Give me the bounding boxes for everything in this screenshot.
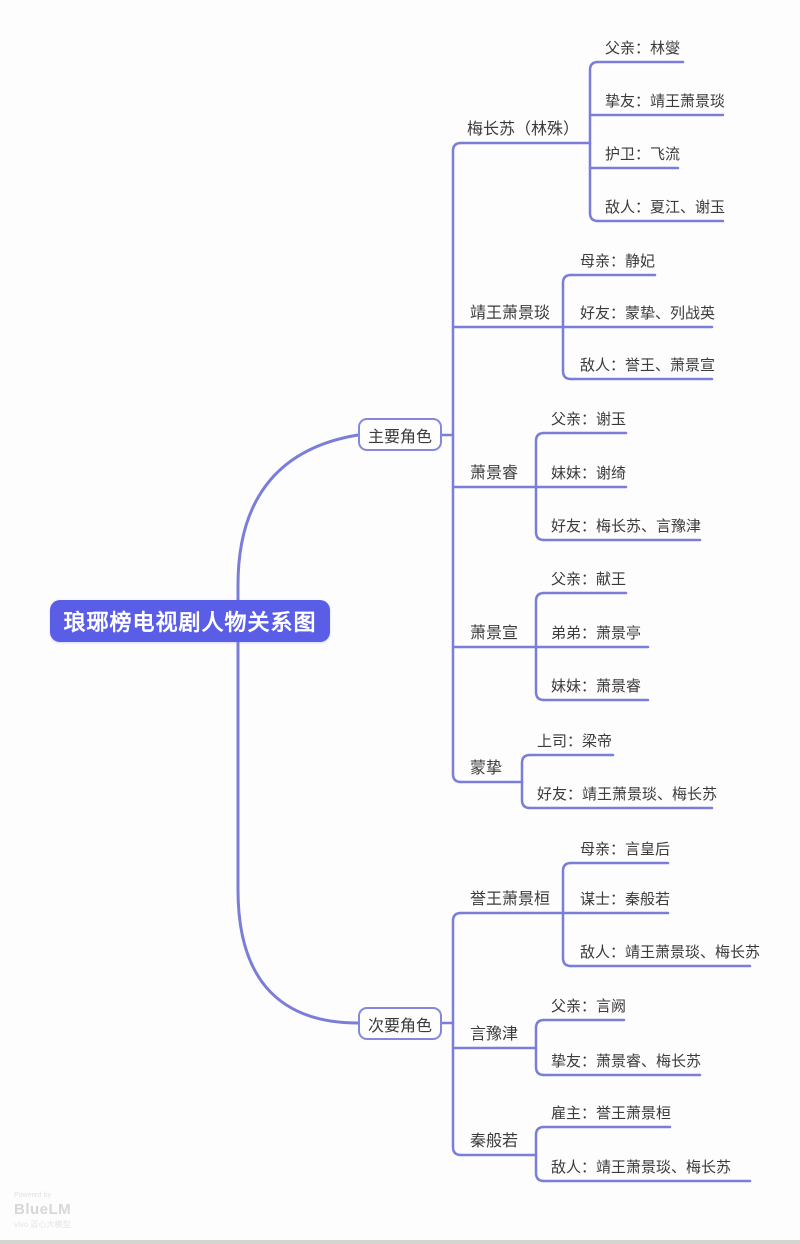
relation-node[interactable]: 妹妹：谢绮 bbox=[551, 465, 627, 482]
watermark-powered-by: Powered by bbox=[14, 1192, 51, 1199]
relation-node[interactable]: 上司：梁帝 bbox=[537, 733, 613, 750]
relation-node[interactable]: 敌人：靖王萧景琰、梅长苏 bbox=[580, 944, 761, 961]
character-node[interactable]: 萧景睿 bbox=[470, 465, 519, 482]
character-node[interactable]: 蒙挚 bbox=[470, 760, 503, 777]
relation-node[interactable]: 弟弟：萧景亭 bbox=[551, 625, 642, 642]
relation-node[interactable]: 母亲：言皇后 bbox=[580, 841, 671, 858]
relation-node[interactable]: 挚友：萧景睿、梅长苏 bbox=[551, 1053, 702, 1070]
relation-node[interactable]: 雇主：誉王萧景桓 bbox=[551, 1105, 672, 1122]
watermark-bluelm-logo: BlueLM bbox=[14, 1200, 72, 1218]
relation-node[interactable]: 挚友：靖王萧景琰 bbox=[605, 93, 726, 110]
relation-node[interactable]: 谋士：秦般若 bbox=[580, 891, 671, 908]
relation-node[interactable]: 敌人：靖王萧景琰、梅长苏 bbox=[551, 1159, 732, 1176]
relation-node[interactable]: 敌人：誉王、萧景宣 bbox=[580, 357, 716, 374]
relation-node[interactable]: 妹妹：萧景睿 bbox=[551, 678, 642, 695]
character-node[interactable]: 梅长苏（林殊） bbox=[467, 121, 580, 138]
relation-node[interactable]: 父亲：献王 bbox=[551, 571, 627, 588]
relation-node[interactable]: 母亲：静妃 bbox=[580, 253, 656, 270]
relation-node[interactable]: 护卫：飞流 bbox=[605, 146, 681, 163]
relation-node[interactable]: 敌人：夏江、谢玉 bbox=[605, 199, 726, 216]
character-node[interactable]: 秦般若 bbox=[470, 1133, 519, 1150]
relation-node[interactable]: 父亲：谢玉 bbox=[551, 411, 627, 428]
character-node[interactable]: 靖王萧景琰 bbox=[470, 305, 551, 322]
watermark-subtitle: vivo 蓝心大模型 bbox=[14, 1219, 71, 1229]
character-node[interactable]: 言豫津 bbox=[470, 1026, 519, 1043]
root-node[interactable]: 琅琊榜电视剧人物关系图 bbox=[50, 600, 330, 642]
bottom-edge-strip bbox=[0, 1240, 800, 1244]
character-node[interactable]: 萧景宣 bbox=[470, 625, 519, 642]
character-node[interactable]: 誉王萧景桓 bbox=[470, 891, 551, 908]
relation-node[interactable]: 父亲：言阙 bbox=[551, 998, 627, 1015]
relation-node[interactable]: 父亲：林燮 bbox=[605, 40, 681, 57]
watermark: Powered by BlueLM vivo 蓝心大模型 bbox=[14, 1192, 71, 1230]
relation-node[interactable]: 好友：梅长苏、言豫津 bbox=[551, 518, 702, 535]
branch-node-secondary-characters[interactable]: 次要角色 bbox=[358, 1007, 442, 1040]
relation-node[interactable]: 好友：靖王萧景琰、梅长苏 bbox=[537, 786, 718, 803]
relation-node[interactable]: 好友：蒙挚、列战英 bbox=[580, 305, 716, 322]
branch-node-main-characters[interactable]: 主要角色 bbox=[358, 418, 442, 451]
